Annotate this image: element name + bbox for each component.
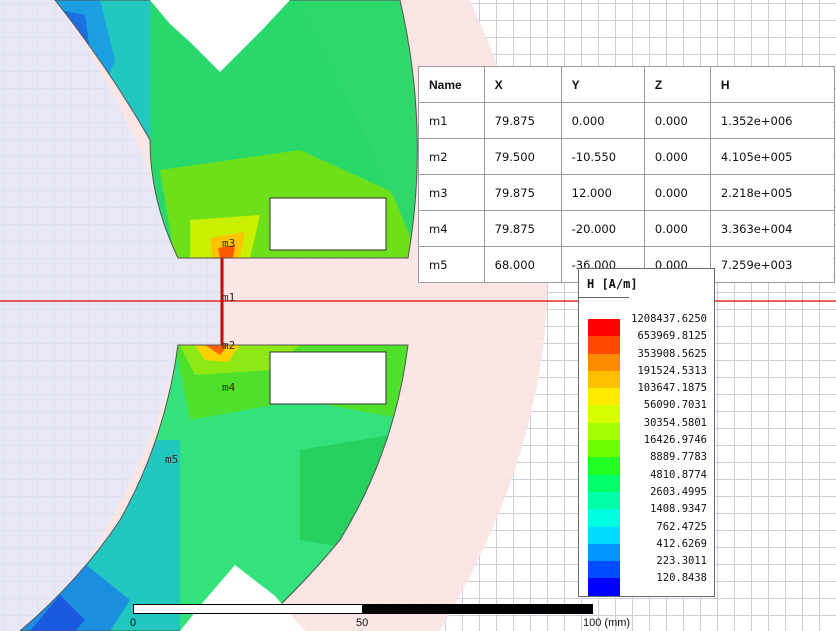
legend-value: 1408.9347 (650, 503, 707, 516)
legend-swatch (588, 405, 620, 423)
legend-title: H [A/m] (587, 277, 638, 291)
rotor-region (0, 0, 220, 631)
legend-value: 2603.4995 (650, 485, 707, 498)
legend-value: 353908.5625 (637, 347, 707, 360)
cell-x: 79.875 (483, 102, 562, 139)
legend-swatch (588, 457, 620, 475)
column-header-y: Y (560, 66, 645, 103)
lower-slot-notch (180, 565, 305, 631)
legend-value-list: 1208437.6250 653969.8125 353908.5625 191524… (631, 311, 707, 588)
cell-z: 0.000 (643, 138, 711, 175)
cell-name: m3 (418, 174, 485, 211)
cell-h: 1.352e+006 (709, 102, 836, 139)
table-row: m4 79.875 -20.000 0.000 3.363e+004 (418, 210, 836, 247)
cell-name: m1 (418, 102, 485, 139)
legend-value: 103647.1875 (637, 382, 707, 395)
cell-h: 3.363e+004 (709, 210, 836, 247)
legend-value: 4810.8774 (650, 468, 707, 481)
scale-bar-segment (133, 604, 363, 614)
cell-x: 79.875 (483, 210, 562, 247)
cell-h: 4.105e+005 (709, 138, 836, 175)
legend-swatch (588, 578, 620, 596)
legend-value: 762.4725 (656, 520, 707, 533)
legend-swatch (588, 509, 620, 527)
upper-slot-notch (150, 0, 290, 72)
marker-m1[interactable]: m1 (222, 291, 236, 304)
field-color-legend[interactable]: H [A/m] 1208437.6250 653969.8125 353908.56… (578, 268, 715, 597)
cell-h: 2.218e+005 (709, 174, 836, 211)
legend-swatch (588, 370, 620, 389)
legend-swatch (588, 474, 620, 492)
marker-m2[interactable]: m2 (222, 339, 236, 352)
marker-m3[interactable]: m3 (222, 237, 236, 250)
legend-swatch (588, 440, 620, 458)
column-header-z: Z (643, 66, 711, 103)
legend-value: 16426.9746 (643, 434, 707, 447)
legend-swatch (588, 336, 620, 354)
legend-swatch (588, 561, 620, 579)
table-header-row: Name X Y Z H (418, 66, 836, 103)
scale-bar-segment (363, 604, 593, 614)
cell-y: -20.000 (560, 210, 645, 247)
legend-swatch (588, 353, 620, 371)
cell-y: 0.000 (560, 102, 645, 139)
marker-m4[interactable]: m4 (222, 381, 236, 394)
table-row: m2 79.500 -10.550 0.000 4.105e+005 (418, 138, 836, 175)
cell-z: 0.000 (643, 102, 711, 139)
upper-stator-tooth (54, 0, 418, 259)
legend-color-scale (588, 319, 620, 596)
legend-value: 191524.5313 (637, 364, 707, 377)
cell-z: 0.000 (643, 174, 711, 211)
scale-label-50: 50 (356, 617, 369, 629)
table-row: m1 79.875 0.000 0.000 1.352e+006 (418, 102, 836, 139)
cell-x: 68.000 (483, 246, 562, 283)
legend-swatch (588, 422, 620, 441)
legend-value: 223.3011 (656, 555, 707, 568)
marker-results-table: Name X Y Z H m1 79.875 0.000 0.000 1.352… (418, 66, 836, 283)
cell-name: m2 (418, 138, 485, 175)
legend-swatch (588, 543, 620, 562)
cell-name: m4 (418, 210, 485, 247)
legend-swatch (588, 319, 620, 337)
column-header-name: Name (418, 66, 485, 103)
cell-z: 0.000 (643, 210, 711, 247)
column-header-h: H (709, 66, 836, 103)
cell-x: 79.500 (483, 138, 562, 175)
table-row: m3 79.875 12.000 0.000 2.218e+005 (418, 174, 836, 211)
cell-y: 12.000 (560, 174, 645, 211)
legend-swatch (588, 388, 620, 406)
scale-label-0: 0 (130, 617, 137, 629)
legend-value: 1208437.6250 (631, 313, 707, 325)
column-header-x: X (483, 66, 562, 103)
lower-coil-slot (269, 351, 387, 405)
marker-m5[interactable]: m5 (165, 453, 179, 466)
scale-label-100: 100 (mm) (583, 617, 631, 629)
legend-swatch (588, 491, 620, 510)
cell-y: -10.550 (560, 138, 645, 175)
legend-value: 8889.7783 (650, 451, 707, 464)
legend-value: 653969.8125 (637, 330, 707, 343)
scale-bar (133, 604, 593, 615)
legend-value: 56090.7031 (643, 399, 707, 412)
legend-divider (579, 297, 629, 298)
upper-coil-slot (269, 197, 387, 251)
cell-x: 79.875 (483, 174, 562, 211)
legend-swatch (588, 526, 620, 544)
legend-value: 30354.5801 (643, 416, 707, 429)
cell-name: m5 (418, 246, 485, 283)
legend-value: 412.6269 (656, 537, 707, 550)
legend-value: 120.8438 (656, 572, 707, 585)
cell-h: 7.259e+003 (709, 246, 836, 283)
